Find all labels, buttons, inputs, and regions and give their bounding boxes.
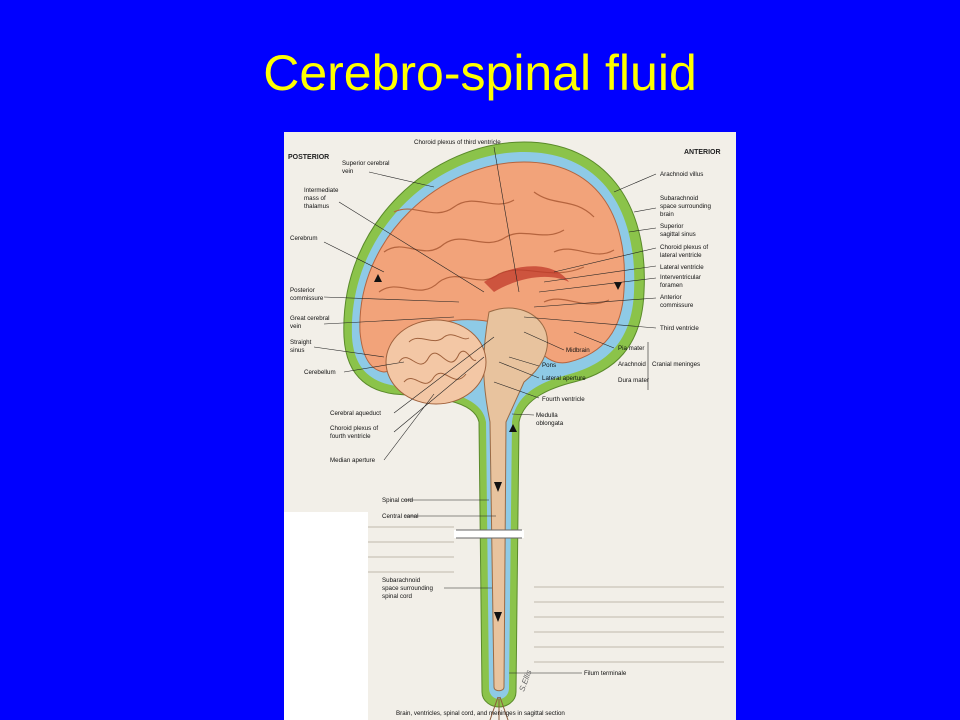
label-arachnoid: Arachnoid <box>618 361 646 368</box>
label-midbrain: Midbrain <box>566 347 590 354</box>
label-superior-sagittal-sinus-1: Superior <box>660 223 683 230</box>
label-posterior-commissure-1: Posterior <box>290 287 315 294</box>
brainstem-spinal-cord <box>483 307 548 692</box>
posterior-label: POSTERIOR <box>288 154 329 161</box>
filum-terminale <box>489 696 509 720</box>
slide-title: Cerebro-spinal fluid <box>263 45 697 101</box>
label-subarachnoid-brain-3: brain <box>660 211 674 218</box>
label-cerebrum: Cerebrum <box>290 235 318 242</box>
label-intermediate-mass-2: mass of <box>304 195 326 202</box>
label-lateral-ventricle: Lateral ventricle <box>660 264 704 271</box>
label-superior-cerebral-vein-1: Superior cerebral <box>342 160 389 167</box>
label-straight-sinus-1: Straight <box>290 339 312 346</box>
leader-lines <box>313 146 657 674</box>
label-anterior-commissure-2: commissure <box>660 302 694 309</box>
label-third-ventricle: Third ventricle <box>660 325 699 332</box>
label-subarachnoid-brain-2: space surrounding <box>660 203 711 210</box>
label-spinal-cord: Spinal cord <box>382 497 414 504</box>
label-medulla-oblongata-1: Medulla <box>536 412 558 419</box>
csf-flow-arrows <box>374 274 622 622</box>
section-gap <box>454 530 524 538</box>
label-choroid-plexus-lateral-2: lateral ventricle <box>660 252 702 259</box>
label-lateral-aperture: Lateral aperture <box>542 375 586 382</box>
white-patch <box>284 512 368 720</box>
label-intermediate-mass-3: thalamus <box>304 203 329 210</box>
figure-caption: Brain, ventricles, spinal cord, and meni… <box>396 710 565 717</box>
label-central-canal: Central canal <box>382 513 418 520</box>
label-interventricular-foramen-1: Interventricular <box>660 274 701 281</box>
anatomy-figure: POSTERIOR ANTERIOR Choroid plexu <box>284 132 736 720</box>
label-choroid-plexus-third: Choroid plexus of third ventricle <box>414 139 501 146</box>
lateral-ventricle <box>484 266 569 292</box>
label-pons: Pons <box>542 362 556 369</box>
label-cranial-meninges: Cranial meninges <box>652 361 700 368</box>
label-superior-sagittal-sinus-2: sagittal sinus <box>660 231 696 238</box>
label-fourth-ventricle: Fourth ventricle <box>542 396 585 403</box>
label-posterior-commissure-2: commissure <box>290 295 324 302</box>
label-superior-cerebral-vein-2: vein <box>342 168 354 175</box>
artist-signature: S.Ellis <box>517 669 533 693</box>
anterior-label: ANTERIOR <box>684 149 721 156</box>
label-anterior-commissure-1: Anterior <box>660 294 682 301</box>
label-interventricular-foramen-2: foramen <box>660 282 683 289</box>
cerebral-gyri <box>378 191 615 305</box>
label-intermediate-mass-1: Intermediate <box>304 187 339 194</box>
label-choroid-plexus-fourth-1: Choroid plexus of <box>330 425 378 432</box>
label-subarachnoid-spinal-2: space surrounding <box>382 585 433 592</box>
label-straight-sinus-2: sinus <box>290 347 304 354</box>
label-median-aperture: Median aperture <box>330 457 376 464</box>
label-great-cerebral-vein-1: Great cerebral <box>290 315 330 322</box>
label-subarachnoid-spinal-1: Subarachnoid <box>382 577 421 584</box>
label-dura-mater: Dura mater <box>618 377 649 384</box>
label-subarachnoid-brain-1: Subarachnoid <box>660 195 699 202</box>
label-subarachnoid-spinal-3: spinal cord <box>382 593 412 600</box>
brain-diagram: POSTERIOR ANTERIOR Choroid plexu <box>284 139 724 720</box>
label-filum-terminale: Filum terminale <box>584 670 627 677</box>
label-cerebellum: Cerebellum <box>304 369 336 376</box>
label-pia-mater: Pia mater <box>618 345 644 352</box>
label-choroid-plexus-lateral-1: Choroid plexus of <box>660 244 708 251</box>
label-medulla-oblongata-2: oblongata <box>536 420 564 427</box>
label-great-cerebral-vein-2: vein <box>290 323 302 330</box>
label-cerebral-aqueduct: Cerebral aqueduct <box>330 410 381 417</box>
cerebellum <box>385 319 487 405</box>
label-arachnoid-villus: Arachnoid villus <box>660 171 703 178</box>
label-choroid-plexus-fourth-2: fourth ventricle <box>330 433 371 440</box>
